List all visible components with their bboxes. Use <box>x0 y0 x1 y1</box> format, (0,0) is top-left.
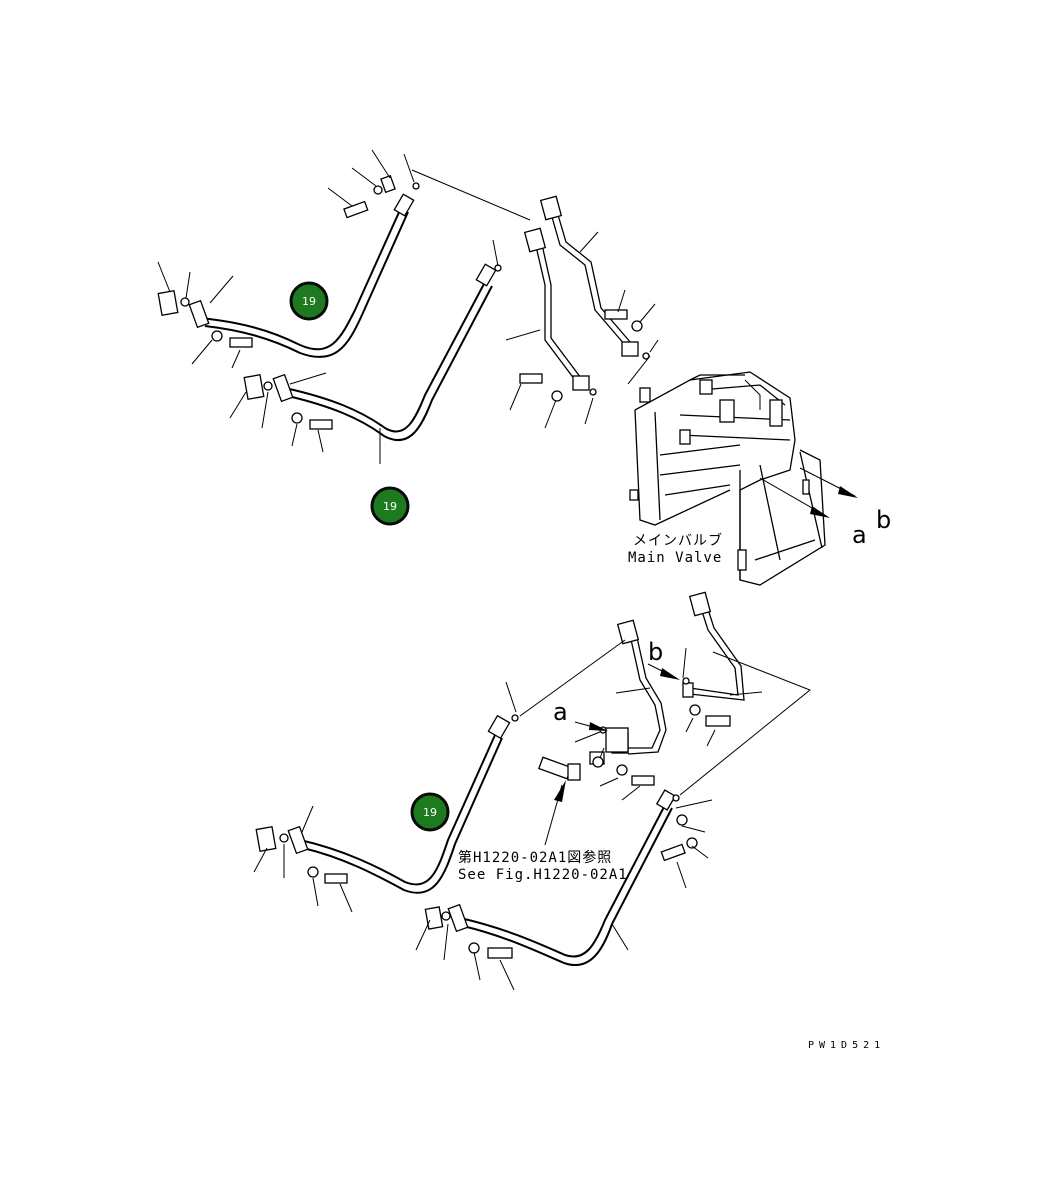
arrow-label-b-lower: b <box>648 638 663 666</box>
tube-upper-a <box>523 227 590 391</box>
reference-label-jp: 第H1220-02A1図参照 <box>458 849 612 866</box>
callout-number: 19 <box>302 295 316 308</box>
hose-upper-2 <box>272 263 497 442</box>
arrow-label-b-upper: b <box>876 506 891 534</box>
leader-lines-upper <box>157 149 659 464</box>
callout-badge[interactable]: 19 <box>410 792 450 832</box>
hose-lower-2 <box>447 789 677 966</box>
fasteners-upper <box>157 174 650 430</box>
fasteners-lower <box>255 677 731 959</box>
tube-upper-b <box>539 195 639 357</box>
callout-number: 19 <box>423 806 437 819</box>
arrows-upper <box>759 467 858 518</box>
tube-lower-b <box>682 591 745 701</box>
callout-badge[interactable]: 19 <box>289 281 329 321</box>
tee-fitting <box>538 727 629 781</box>
main-valve <box>629 371 826 586</box>
reference-label-en: See Fig.H1220-02A1 <box>458 867 628 883</box>
hose-lower-1 <box>287 714 511 894</box>
upper-assembly: a b メインバルブ Main Valve <box>157 149 891 586</box>
arrow-label-a-lower: a <box>553 698 568 726</box>
callout-number: 19 <box>383 500 397 513</box>
leader-lines-lower <box>253 639 811 991</box>
arrow-label-a-upper: a <box>852 521 867 549</box>
arrows-lower <box>574 663 680 731</box>
main-valve-label-en: Main Valve <box>628 550 722 566</box>
lower-assembly: a b 第H1220-02A1図参照 See Fig.H1220-02A1 <box>253 591 811 991</box>
main-valve-label-jp: メインバルブ <box>633 532 723 549</box>
hose-upper-1 <box>188 193 415 359</box>
callout-badge[interactable]: 19 <box>370 486 410 526</box>
drawing-code: PW1D521 <box>808 1040 885 1051</box>
